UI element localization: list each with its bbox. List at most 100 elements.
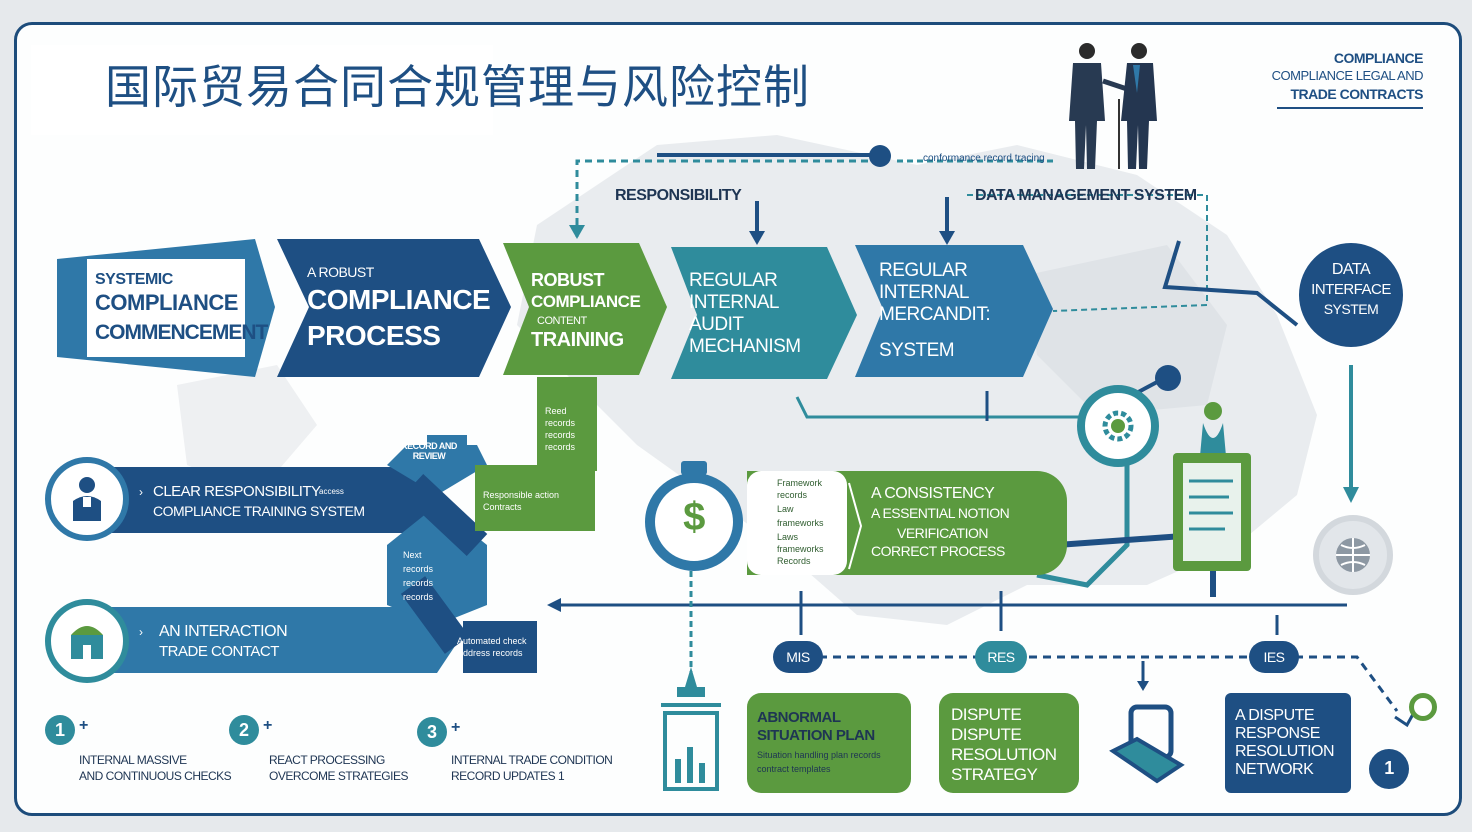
dispute-line-4: STRATEGY [951, 765, 1038, 784]
feedback-label: RECORD AND REVIEW [401, 441, 457, 461]
chevron-2-line-2: COMPLIANCE [307, 284, 491, 315]
mini-green-2: records [545, 418, 576, 428]
step-2-line-2: OVERCOME STRATEGIES [269, 769, 408, 783]
folder-icon [1109, 704, 1185, 784]
consistency-pill-inner [747, 471, 847, 575]
step-3-number: 3 [417, 717, 447, 747]
abnormal-line-3: Situation handling plan records [757, 750, 881, 760]
chevron-2-line-3: PROCESS [307, 320, 441, 351]
step-1-plus: + [79, 717, 88, 734]
chevron-3-line-3: CONTENT [537, 315, 587, 327]
chevron-3-line-2: COMPLIANCE [531, 292, 641, 311]
network-number: 1 [1384, 758, 1394, 778]
branch-bottom-1: Next [403, 550, 422, 560]
left-panel-1-suffix: access [319, 487, 344, 496]
branch-bottom-2: records [403, 564, 434, 574]
abnormal-line-4: contract templates [757, 764, 831, 774]
corner-line-1: COMPLIANCE [1333, 50, 1424, 66]
building-icon [71, 626, 103, 659]
corner-line-3: TRADE CONTRACTS [1290, 86, 1424, 102]
chevron-divider [848, 482, 863, 570]
green-ring-node [1409, 693, 1437, 721]
step-3-plus: + [451, 719, 460, 736]
money-icon: $ [683, 495, 705, 539]
clipboard-icon [1173, 402, 1251, 597]
person-icon [73, 477, 101, 521]
chevron-4-line-2: INTERNAL [689, 292, 779, 313]
chevron-5-line-3: MERCANDIT: [879, 304, 991, 325]
consistency-small-5: Laws [777, 532, 799, 542]
chevron-5-line-2: INTERNAL [879, 282, 969, 303]
gear-icon [1102, 410, 1134, 442]
chevron-1-line-1: SYSTEMIC [95, 271, 173, 288]
money-circle [645, 473, 743, 571]
chain-node [869, 145, 891, 167]
consistency-small-2: records [777, 490, 808, 500]
connector-lines [547, 153, 1419, 728]
step-3-line-1: INTERNAL TRADE CONDITION [451, 753, 613, 767]
step-2-line-1: REACT PROCESSING [269, 753, 385, 767]
branch-bottom-4: records [403, 592, 434, 602]
mini-green-1: Reed [545, 406, 567, 416]
network-card [1225, 693, 1351, 793]
left-panel-1 [107, 467, 413, 533]
dispute-line-3: RESOLUTION [951, 745, 1057, 764]
data-interface-line-2: INTERFACE [1311, 281, 1391, 298]
step-1-number: 1 [45, 715, 75, 745]
badge-ies [1249, 641, 1299, 673]
chevron-right-icon-2: › [139, 625, 143, 639]
arrow-note-1: Automated check [457, 636, 527, 646]
corner-line-2: COMPLIANCE LEGAL AND [1271, 68, 1424, 83]
chevron-5-line-1: REGULAR [879, 260, 968, 281]
badge-mis [773, 641, 823, 673]
chevron-3-line-1: ROBUST [531, 270, 605, 290]
chain-text: conformance record tracing [923, 153, 1045, 164]
mini-green-3: records [545, 430, 576, 440]
mini-green-4: records [545, 442, 576, 452]
consistency-line-1: A CONSISTENCY [871, 485, 995, 502]
consistency-small-4: frameworks [777, 518, 824, 528]
consistency-small-6: frameworks [777, 544, 824, 554]
left-panel-2 [107, 607, 437, 673]
chevron-4-line-3: AUDIT [689, 314, 744, 335]
consistency-small-7: Records [777, 556, 811, 566]
infographic-frame: 国际贸易合同合规管理与风险控制 COMPLIANCE COMPLIANCE LE… [14, 22, 1462, 816]
consistency-small-1: Framework [777, 478, 823, 488]
consistency-small-3: Law [777, 504, 794, 514]
step-2-plus: + [263, 717, 272, 734]
network-number-circle [1369, 749, 1409, 789]
chevron-3-line-4: TRAINING [531, 329, 624, 351]
consistency-line-2: A ESSENTIAL NOTION [871, 505, 1010, 521]
chevron-1-box [87, 259, 245, 357]
left-panel-1-line-1: CLEAR RESPONSIBILITY [153, 483, 321, 500]
title-background [31, 45, 493, 135]
step-1-line-1: INTERNAL MASSIVE [79, 753, 187, 767]
chevron-5-line-4: SYSTEM [879, 340, 955, 361]
chevron-2-line-1: A ROBUST [307, 264, 374, 280]
badge-ies-label: IES [1263, 649, 1285, 665]
abnormal-line-2: SITUATION PLAN [757, 727, 875, 744]
branch-bottom-3: records [403, 578, 434, 588]
branch-top-2: Contracts [483, 502, 522, 512]
abnormal-card [747, 693, 911, 793]
node-dot [1155, 365, 1181, 391]
dispute-card [939, 693, 1079, 793]
consistency-line-3: VERIFICATION [897, 525, 988, 541]
chevron-4-line-4: MECHANISM [689, 336, 801, 357]
data-interface-circle [1299, 243, 1403, 347]
data-interface-line-1: DATA [1331, 261, 1371, 278]
center-connector-shapes [387, 377, 597, 673]
network-line-4: NETWORK [1235, 761, 1314, 778]
chevron-4-line-1: REGULAR [689, 270, 778, 291]
responsibility-label: RESPONSIBILITY [615, 187, 742, 204]
people-icon [1069, 43, 1157, 169]
chevron-right-icon: › [139, 485, 143, 499]
chevron-1-line-3: COMMENCEMENT [95, 321, 268, 344]
abnormal-line-1: ABNORMAL [757, 709, 841, 726]
corner-underline [1277, 107, 1423, 109]
network-line-2: RESPONSE [1235, 725, 1320, 742]
left-panel-1-line-2: COMPLIANCE TRAINING SYSTEM [153, 503, 365, 519]
consistency-line-4: CORRECT PROCESS [871, 543, 1005, 559]
dispute-line-2: DISPUTE [951, 725, 1022, 744]
arrow-note-2: Address records [457, 648, 523, 658]
